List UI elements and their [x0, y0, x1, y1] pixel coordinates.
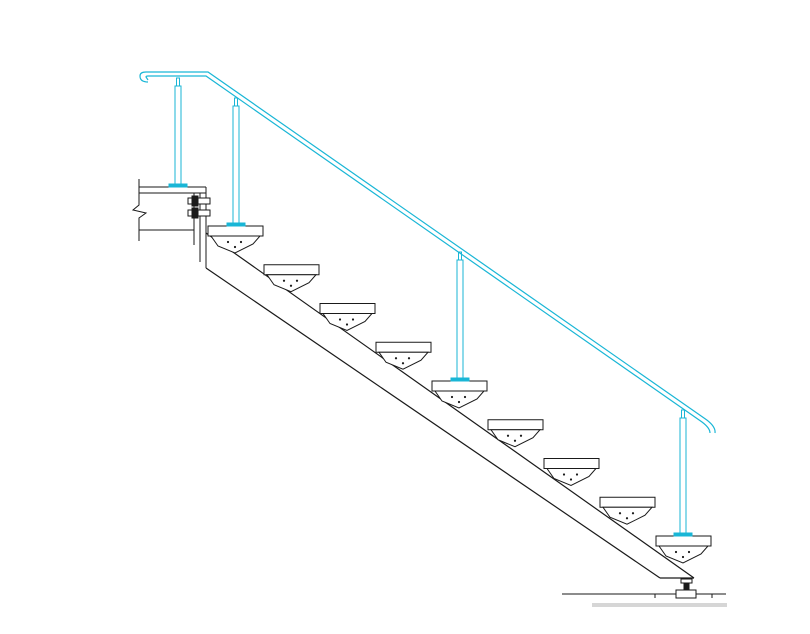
baluster-base-plate [450, 377, 470, 382]
tread-plank [375, 341, 432, 353]
tread-bolt [407, 357, 411, 360]
floor-shade [592, 603, 727, 607]
bolt-lower [187, 209, 211, 217]
tread-bolt [687, 550, 691, 554]
base-anchor-bolt [683, 577, 690, 591]
baluster-base-plate [673, 532, 693, 537]
tread-bolt [345, 323, 349, 326]
tread-bolt [506, 434, 510, 437]
stringer-bottom-edge [205, 267, 661, 579]
baluster-base-plate [168, 183, 188, 188]
tread-bracket [322, 313, 374, 332]
tread [599, 496, 656, 525]
tread-bracket [658, 545, 710, 564]
tread-plank [263, 264, 320, 276]
nut-lower [191, 207, 199, 219]
baluster [450, 251, 470, 382]
tread-bracket [602, 506, 654, 525]
connection-bolts [187, 195, 211, 219]
tread-bolt [401, 362, 405, 365]
tread [543, 458, 600, 487]
baluster-post [232, 105, 240, 225]
tread-plank [431, 380, 488, 392]
handrail-inner [145, 75, 711, 434]
handrail-outer [139, 71, 716, 434]
tread-bolt [631, 512, 635, 515]
baluster-cap [458, 251, 462, 261]
tread-bolt [513, 439, 517, 442]
base-plate [675, 589, 697, 599]
baluster-post [456, 259, 464, 380]
baluster-post [679, 417, 687, 535]
baluster-post [174, 85, 182, 186]
handrail [139, 71, 716, 434]
tread [655, 535, 712, 564]
tread-bolt [457, 400, 461, 404]
balusters [168, 77, 693, 537]
tread [319, 303, 376, 332]
base-support [562, 577, 727, 607]
baluster-cap [234, 97, 238, 107]
tread-bolt [450, 395, 454, 399]
tread-plank [207, 225, 264, 237]
baluster [226, 97, 246, 227]
tread [207, 225, 264, 254]
landing-break-line [131, 179, 148, 241]
tread-bolt [674, 550, 678, 554]
baluster-base-plate [226, 222, 246, 227]
tread-bracket [490, 429, 542, 448]
tread-bolt [282, 279, 286, 282]
tread-bolt [338, 318, 342, 321]
tread-bolt [569, 478, 573, 481]
tread-bracket [210, 235, 262, 254]
baluster-cap [681, 409, 685, 419]
tread-bolt [519, 434, 523, 437]
treads [207, 225, 712, 564]
bolt-upper [187, 197, 211, 205]
tread [263, 264, 320, 293]
tread [487, 419, 544, 448]
tread [375, 341, 432, 370]
tread-bolt [233, 245, 237, 249]
tread-plank [487, 419, 544, 431]
base-nut [680, 578, 693, 584]
tread-bolt [295, 279, 299, 282]
tread-bolt [289, 284, 293, 287]
tread-bolt [226, 240, 230, 244]
tread-bolt [394, 357, 398, 360]
baluster-cap [176, 77, 180, 87]
tread-bolt [681, 555, 685, 559]
tread-bracket [434, 390, 486, 409]
tread-bolt [575, 473, 579, 476]
tread-bracket [266, 274, 318, 293]
tread-plank [655, 535, 712, 547]
tread-bracket [378, 351, 430, 370]
baluster [168, 77, 188, 188]
tread-plank [599, 496, 656, 508]
tread-bracket [546, 468, 598, 487]
tread-bolt [239, 240, 243, 244]
tread-plank [319, 303, 376, 314]
nut-upper [191, 195, 199, 207]
tread-bolt [562, 473, 566, 476]
baluster [673, 409, 693, 537]
tread-bolt [625, 517, 629, 520]
tread-plank [543, 458, 600, 469]
tread-bolt [618, 512, 622, 515]
tread-bolt [351, 318, 355, 321]
tread-bolt [463, 395, 467, 399]
